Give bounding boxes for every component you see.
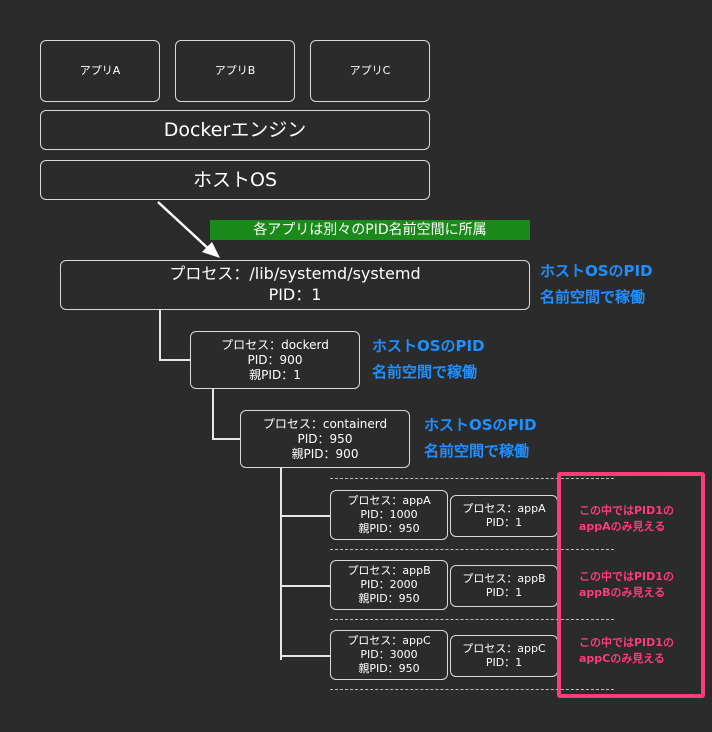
systemd-process-name: プロセス：/lib/systemd/systemd (169, 264, 421, 284)
systemd-process-box: プロセス：/lib/systemd/systemd PID：1 (60, 260, 530, 310)
app-a-host-process-box: プロセス：appA PID：1000 親PID：950 (330, 490, 448, 540)
tree-connector (212, 389, 214, 440)
tree-connector (280, 515, 331, 517)
app-b-visibility-note: この中ではPID1の appBのみ見える (579, 569, 674, 601)
namespace-banner-text: 各アプリは別々のPID名前空間に所属 (253, 222, 487, 238)
app-a-host-process-name: プロセス：appA (347, 493, 431, 507)
app-a-container-pid: PID：1 (485, 516, 523, 529)
note-line-1: この中ではPID1の (579, 504, 674, 517)
docker-engine-label: Dockerエンジン (163, 118, 307, 141)
app-a-visibility-note: この中ではPID1の appAのみ見える (579, 503, 674, 535)
dockerd-pid: PID：900 (247, 352, 303, 367)
note-line-2: 名前空間で稼働 (372, 363, 478, 381)
app-a-box: アプリA (40, 40, 160, 102)
app-b-host-process-name: プロセス：appB (347, 563, 431, 577)
containerd-ppid: 親PID：900 (291, 446, 359, 461)
app-c-host-process-box: プロセス：appC PID：3000 親PID：950 (330, 630, 448, 680)
note-line-1: ホストOSのPID (372, 337, 485, 355)
containerd-pid: PID：950 (297, 431, 353, 446)
app-a-host-pid: PID：1000 (360, 507, 418, 521)
dockerd-process-box: プロセス：dockerd PID：900 親PID：1 (190, 331, 360, 389)
app-b-container-process-name: プロセス：appB (462, 571, 546, 585)
host-os-box: ホストOS (40, 160, 430, 200)
app-b-host-pid: PID：2000 (360, 577, 418, 591)
note-line-1: ホストOSのPID (424, 416, 537, 434)
app-b-label: アプリB (214, 63, 256, 77)
namespace-separator (330, 549, 614, 550)
note-line-1: この中ではPID1の (579, 570, 674, 583)
app-a-label: アプリA (79, 63, 121, 77)
dockerd-process-name: プロセス：dockerd (221, 337, 329, 352)
tree-connector (280, 468, 282, 660)
note-line-2: 名前空間で稼働 (424, 442, 530, 460)
containerd-process-name: プロセス：containerd (262, 416, 388, 431)
app-c-container-process-box: プロセス：appC PID：1 (450, 635, 558, 677)
note-line-2: appCのみ見える (579, 652, 665, 665)
app-b-container-pid: PID：1 (485, 586, 523, 599)
tree-connector (159, 359, 191, 361)
namespace-banner: 各アプリは別々のPID名前空間に所属 (210, 220, 530, 240)
tree-connector (280, 585, 331, 587)
arrow-icon (157, 201, 220, 258)
host-os-label: ホストOS (192, 168, 278, 191)
dockerd-namespace-note: ホストOSのPID 名前空間で稼働 (372, 333, 485, 385)
app-c-host-process-name: プロセス：appC (347, 633, 431, 647)
app-b-container-process-box: プロセス：appB PID：1 (450, 565, 558, 607)
tree-connector (212, 438, 241, 440)
app-b-host-process-box: プロセス：appB PID：2000 親PID：950 (330, 560, 448, 610)
app-b-box: アプリB (175, 40, 295, 102)
note-line-2: 名前空間で稼働 (540, 288, 646, 306)
systemd-namespace-note: ホストOSのPID 名前空間で稼働 (540, 258, 653, 310)
app-b-host-ppid: 親PID：950 (358, 592, 420, 606)
app-c-container-pid: PID：1 (485, 656, 523, 669)
container-namespace-highlight (557, 472, 705, 698)
containerd-process-box: プロセス：containerd PID：950 親PID：900 (240, 410, 410, 468)
namespace-separator (330, 619, 614, 620)
namespace-separator (330, 689, 614, 690)
note-line-2: appBのみ見える (579, 586, 666, 599)
app-a-host-ppid: 親PID：950 (358, 522, 420, 536)
note-line-2: appAのみ見える (579, 520, 666, 533)
containerd-namespace-note: ホストOSのPID 名前空間で稼働 (424, 412, 537, 464)
app-a-container-process-name: プロセス：appA (462, 501, 546, 515)
note-line-1: ホストOSのPID (540, 262, 653, 280)
app-c-host-ppid: 親PID：950 (358, 662, 420, 676)
note-line-1: この中ではPID1の (579, 636, 674, 649)
tree-connector (280, 655, 331, 657)
app-c-host-pid: PID：3000 (360, 647, 418, 661)
app-c-label: アプリC (349, 63, 391, 77)
app-c-box: アプリC (310, 40, 430, 102)
namespace-separator (330, 478, 614, 479)
app-c-visibility-note: この中ではPID1の appCのみ見える (579, 635, 674, 667)
systemd-pid: PID：1 (268, 285, 322, 304)
docker-engine-box: Dockerエンジン (40, 110, 430, 150)
app-a-container-process-box: プロセス：appA PID：1 (450, 495, 558, 537)
dockerd-ppid: 親PID：1 (249, 367, 301, 382)
app-c-container-process-name: プロセス：appC (462, 641, 546, 655)
tree-connector (159, 310, 161, 361)
